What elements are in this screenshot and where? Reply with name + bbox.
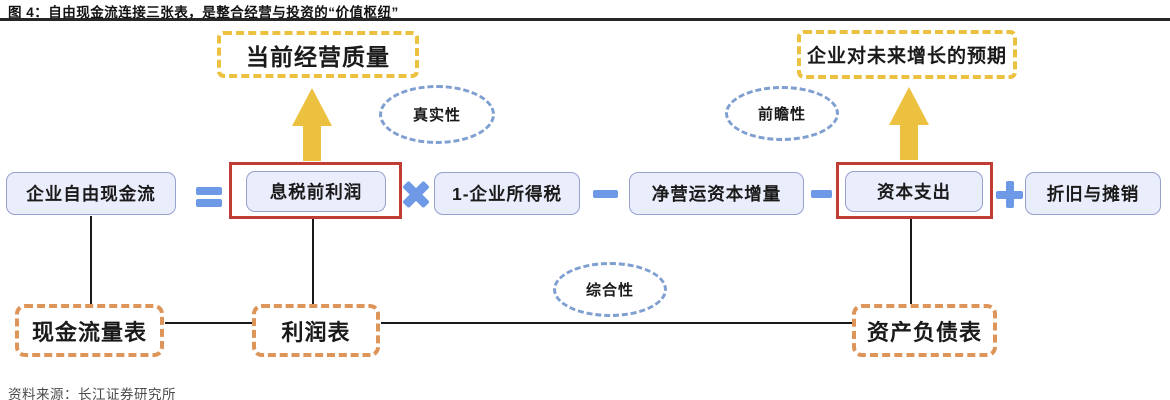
- up-arrow-shaft: [303, 126, 321, 161]
- badge-authenticity: 真实性: [379, 85, 495, 144]
- plus-operator-icon: [996, 181, 1023, 208]
- up-arrow-icon: [292, 88, 332, 161]
- node-net-working-capital-increase: 净营运资本增量: [629, 172, 804, 215]
- label-future-growth-expectation: 企业对未来增长的预期: [797, 30, 1017, 79]
- connector-line: [381, 322, 852, 324]
- node-ebit: 息税前利润: [246, 171, 386, 212]
- highlight-capex-box: [836, 162, 993, 219]
- equals-bar: [196, 187, 222, 195]
- node-depreciation-amortization: 折旧与摊销: [1025, 172, 1161, 215]
- equals-operator-icon: [196, 187, 222, 207]
- source-note: 资料来源：长江证券研究所: [8, 387, 176, 400]
- up-arrow-head: [292, 88, 332, 126]
- statement-income: 利润表: [252, 304, 380, 357]
- title-divider: [0, 18, 1170, 21]
- connector-line: [312, 218, 314, 305]
- multiply-operator-icon: [402, 180, 430, 208]
- up-arrow-shaft: [900, 125, 918, 160]
- statement-balance-sheet: 资产负债表: [852, 304, 997, 357]
- badge-forward-looking: 前瞻性: [725, 86, 839, 141]
- up-arrow-head: [889, 87, 929, 125]
- up-arrow-icon: [889, 87, 929, 160]
- connector-line: [910, 218, 912, 305]
- highlight-ebit-box: [229, 162, 402, 219]
- node-free-cash-flow: 企业自由现金流: [6, 172, 176, 215]
- minus-operator-icon: [811, 190, 832, 198]
- figure-title: 图 4：自由现金流连接三张表，是整合经营与投资的“价值枢纽”: [8, 5, 399, 20]
- badge-comprehensiveness: 综合性: [553, 262, 667, 317]
- label-current-operating-quality: 当前经营质量: [217, 31, 419, 78]
- statement-cash-flow: 现金流量表: [15, 304, 164, 357]
- minus-operator-icon: [593, 190, 618, 198]
- node-one-minus-tax: 1-企业所得税: [434, 172, 580, 215]
- equals-bar: [196, 199, 222, 207]
- connector-line: [165, 322, 252, 324]
- connector-line: [90, 216, 92, 305]
- node-capex: 资本支出: [845, 171, 983, 212]
- plus-bar: [1005, 181, 1014, 208]
